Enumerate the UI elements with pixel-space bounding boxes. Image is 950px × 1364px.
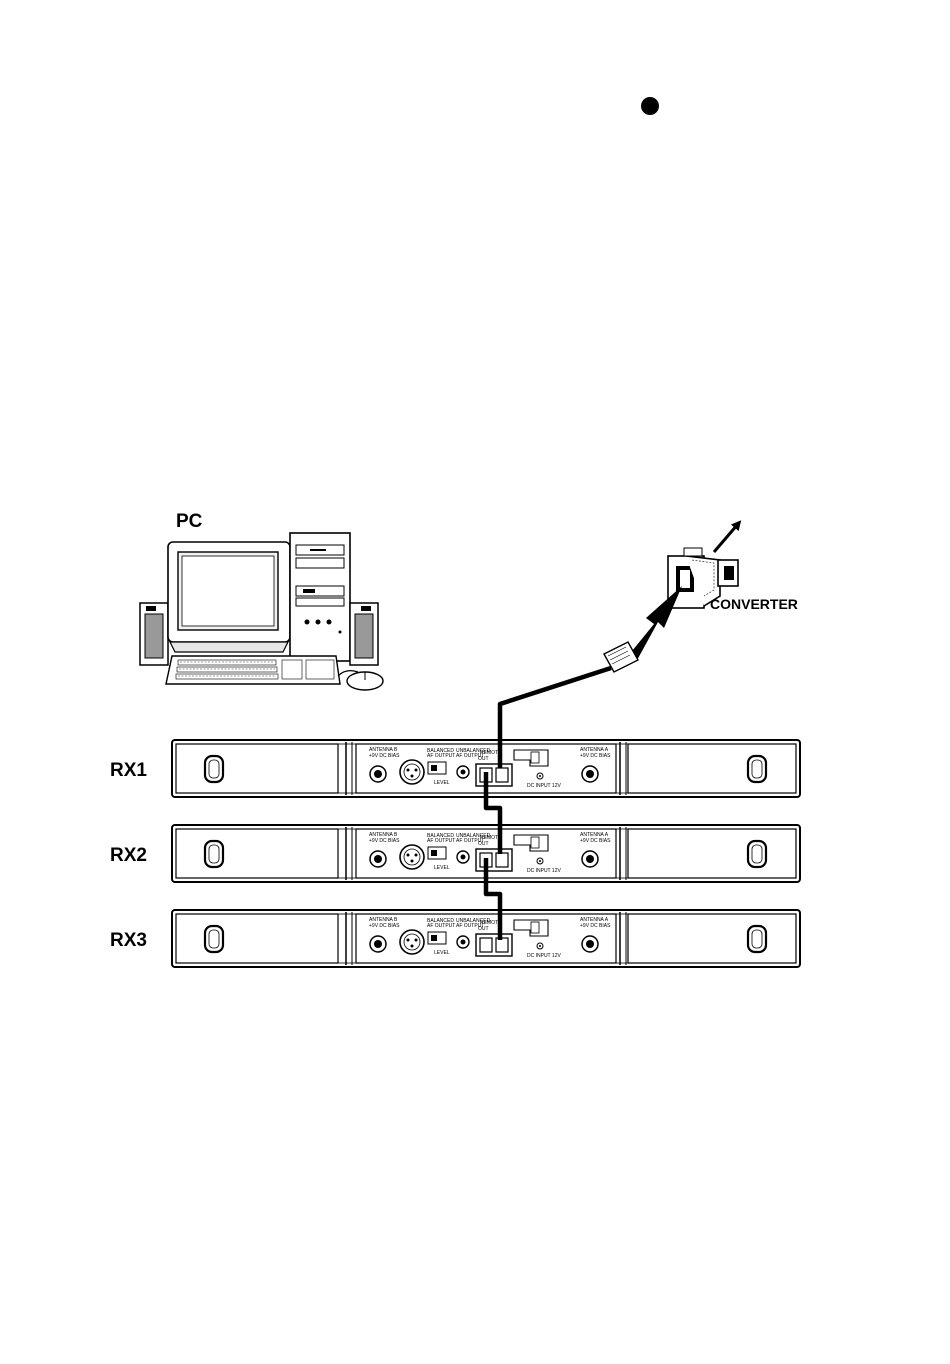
- rj-plug: [603, 641, 639, 673]
- af-output-label: AF OUTPUT: [427, 923, 455, 929]
- remote-label: REMOTE: [480, 920, 502, 926]
- remote-out-label: OUT: [478, 926, 489, 932]
- left-rack-ear: [175, 743, 339, 794]
- dc-bias-label: +9V DC BIAS: [369, 753, 400, 759]
- dc-input-label: DC INPUT 12V: [527, 953, 561, 959]
- antenna-a-dc-bias-label: +9V DC BIAS: [580, 923, 611, 929]
- xlr-connector: [399, 929, 425, 955]
- converter-label: CONVERTER: [710, 596, 798, 612]
- converter-output-arrow: [712, 520, 742, 553]
- antenna-b-label: ANTENNA B: [369, 917, 398, 923]
- antenna-a-label: ANTENNA A: [580, 747, 609, 753]
- cables: [483, 665, 612, 940]
- antenna-b-label: ANTENNA B: [369, 832, 398, 838]
- right-rack-ear: [627, 913, 797, 964]
- dc-bias-label: +9V DC BIAS: [369, 838, 400, 844]
- unbalanced-af-output-label: AF OUTPUT: [456, 923, 484, 929]
- dc-input-label: DC INPUT 12V: [527, 868, 561, 874]
- rx2-label: RX2: [110, 845, 147, 866]
- right-rack-ear: [627, 828, 797, 879]
- remote-port: [495, 852, 509, 868]
- unbalanced-label: UNBALANCED: [456, 748, 491, 754]
- balanced-label: BALANCED: [427, 748, 454, 754]
- dc-input-label: DC INPUT 12V: [527, 783, 561, 789]
- bullet-dot: [641, 97, 659, 115]
- remote-port: [495, 767, 509, 783]
- remote-label: REMOTE: [480, 750, 502, 756]
- xlr-connector: [399, 759, 425, 785]
- unbalanced-label: UNBALANCED: [456, 918, 491, 924]
- level-label: LEVEL: [434, 950, 450, 956]
- pc-illustration: [139, 532, 384, 691]
- level-label: LEVEL: [434, 780, 450, 786]
- antenna-b-label: ANTENNA B: [369, 747, 398, 753]
- antenna-a-dc-bias-label: +9V DC BIAS: [580, 838, 611, 844]
- remote-label: REMOTE: [480, 835, 502, 841]
- remote-port: [495, 937, 509, 953]
- left-rack-ear: [175, 828, 339, 879]
- connection-arrow: [628, 586, 682, 662]
- balanced-label: BALANCED: [427, 918, 454, 924]
- antenna-a-label: ANTENNA A: [580, 917, 609, 923]
- xlr-connector: [399, 844, 425, 870]
- balanced-label: BALANCED: [427, 833, 454, 839]
- rx1-label: RX1: [110, 760, 147, 781]
- remote-out-label: OUT: [478, 756, 489, 762]
- remote-out-label: OUT: [478, 841, 489, 847]
- level-label: LEVEL: [434, 865, 450, 871]
- left-rack-ear: [175, 913, 339, 964]
- unbalanced-af-output-label: AF OUTPUT: [456, 838, 484, 844]
- af-output-label: AF OUTPUT: [427, 838, 455, 844]
- remote-port: [479, 937, 493, 953]
- pc-label: PC: [176, 511, 203, 532]
- antenna-a-dc-bias-label: +9V DC BIAS: [580, 753, 611, 759]
- unbalanced-label: UNBALANCED: [456, 833, 491, 839]
- unbalanced-af-output-label: AF OUTPUT: [456, 753, 484, 759]
- right-rack-ear: [627, 743, 797, 794]
- dc-bias-label: +9V DC BIAS: [369, 923, 400, 929]
- antenna-a-label: ANTENNA A: [580, 832, 609, 838]
- af-output-label: AF OUTPUT: [427, 753, 455, 759]
- rx3-label: RX3: [110, 930, 147, 951]
